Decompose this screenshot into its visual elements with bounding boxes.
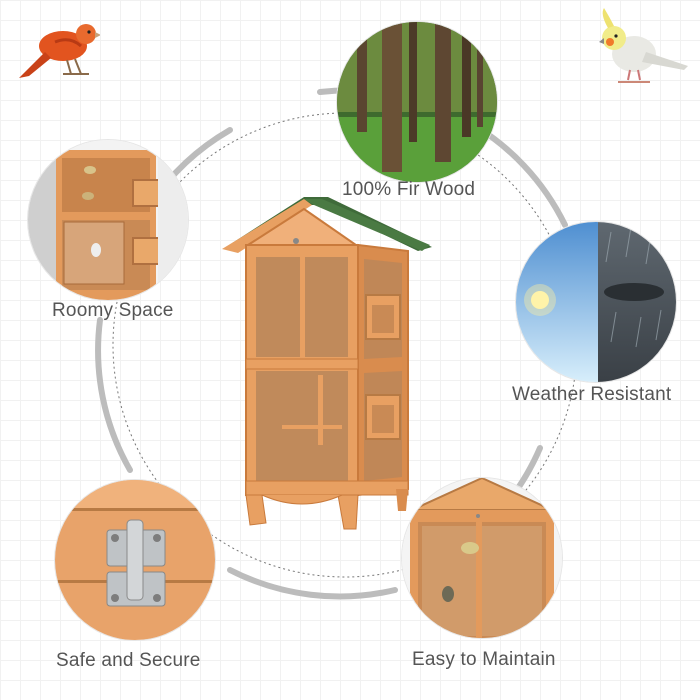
- label-fir-wood: 100% Fir Wood: [342, 179, 476, 200]
- ring-arc-bottom: [227, 567, 398, 600]
- bird-aviary-product: [222, 197, 432, 530]
- roomy-space-photo: [28, 140, 188, 300]
- safe-secure-photo: [55, 480, 215, 640]
- cockatiel-icon: [599, 8, 688, 83]
- easy-maintain-photo: [402, 478, 562, 638]
- weather-resistant-photo: [516, 222, 676, 382]
- label-safe-secure: Safe and Secure: [56, 650, 201, 671]
- label-roomy-space: Roomy Space: [52, 300, 174, 321]
- label-weather-resistant: Weather Resistant: [512, 384, 672, 405]
- fir-wood-photo: [337, 22, 497, 182]
- label-easy-maintain: Easy to Maintain: [412, 649, 556, 670]
- ring-arc-left: [95, 317, 133, 473]
- red-canary-icon: [19, 24, 100, 78]
